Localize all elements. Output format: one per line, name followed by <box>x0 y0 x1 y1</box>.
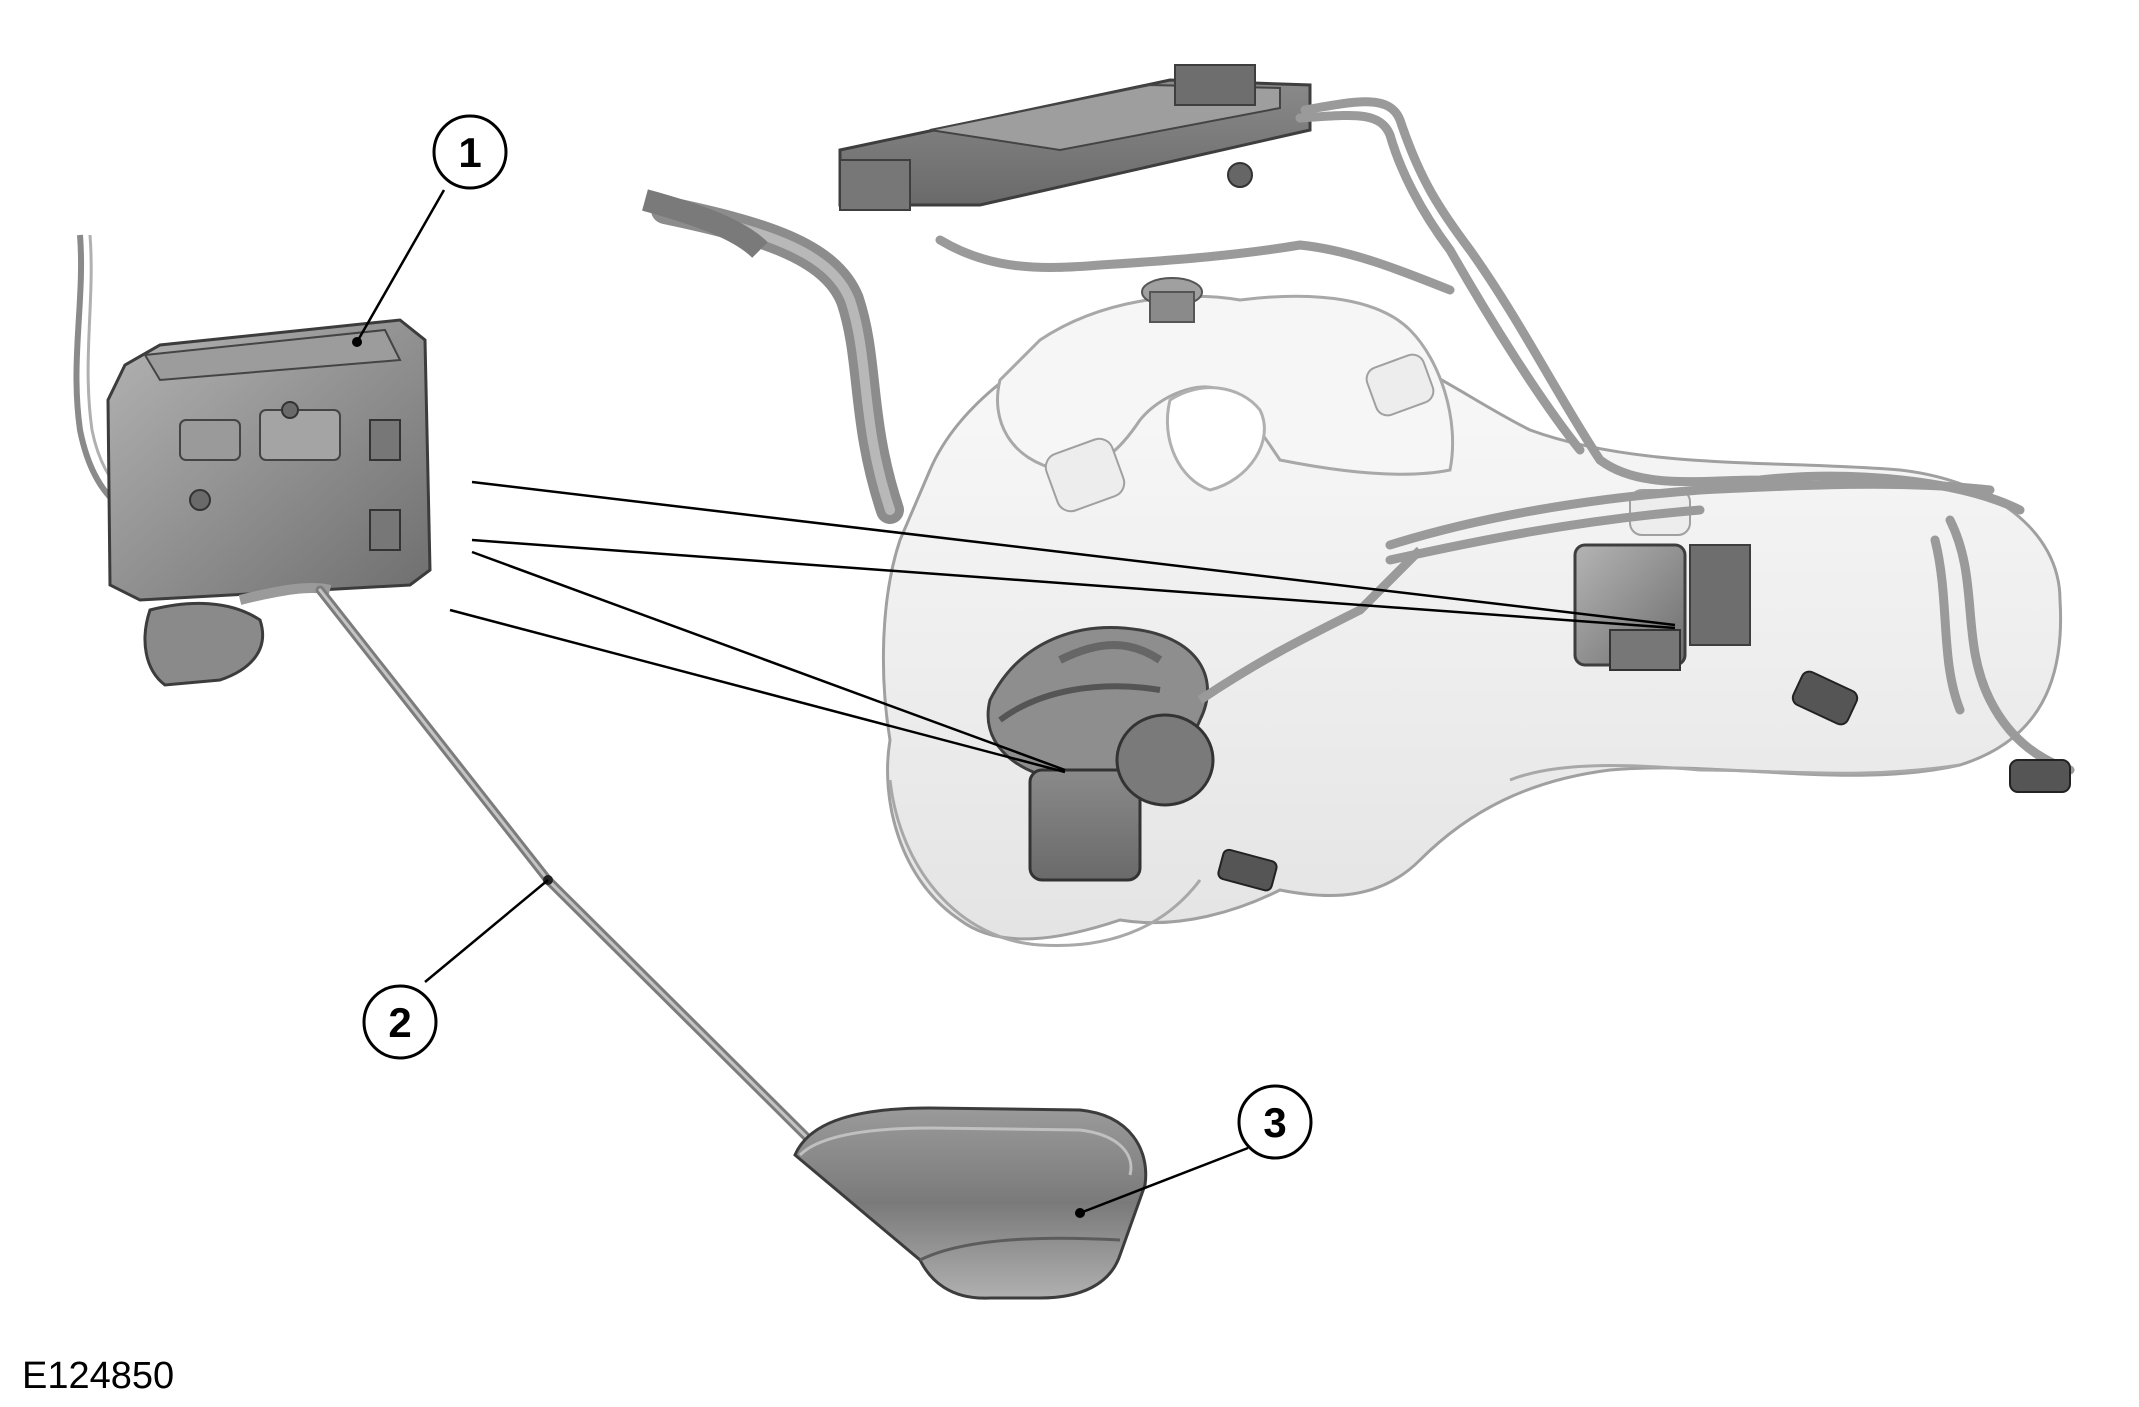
tank-bottom-right <box>1509 763 1961 782</box>
level-sender-exploded <box>73 234 1148 1300</box>
tank-bottom-left <box>888 779 1202 948</box>
front-pump-module <box>986 546 1424 892</box>
fuel-lines <box>935 97 2075 775</box>
filler-hose <box>642 189 768 259</box>
tank-tunnel <box>1165 386 1266 492</box>
filler-neck <box>1149 291 1195 323</box>
explode-leader-lines <box>449 480 1676 774</box>
sender-wiring <box>73 234 127 513</box>
float <box>793 1106 1148 1300</box>
callout-1: 1 <box>352 114 508 347</box>
callout-2: 2 <box>362 879 549 1060</box>
fuel-tank-assembly <box>642 64 2075 948</box>
figure-id: E124850 <box>22 1355 175 1397</box>
callout-label: 2 <box>388 999 411 1046</box>
callout-3: 3 <box>1075 1084 1313 1218</box>
sender-unit <box>106 318 432 687</box>
tank-pad <box>1044 437 1126 513</box>
callout-label: 3 <box>1263 1099 1286 1146</box>
rear-pump-module <box>1573 543 2071 793</box>
carbon-canister <box>838 64 1312 211</box>
tank-pad <box>1365 353 1435 417</box>
callout-label: 1 <box>458 129 481 176</box>
filler-pipe <box>651 196 904 524</box>
